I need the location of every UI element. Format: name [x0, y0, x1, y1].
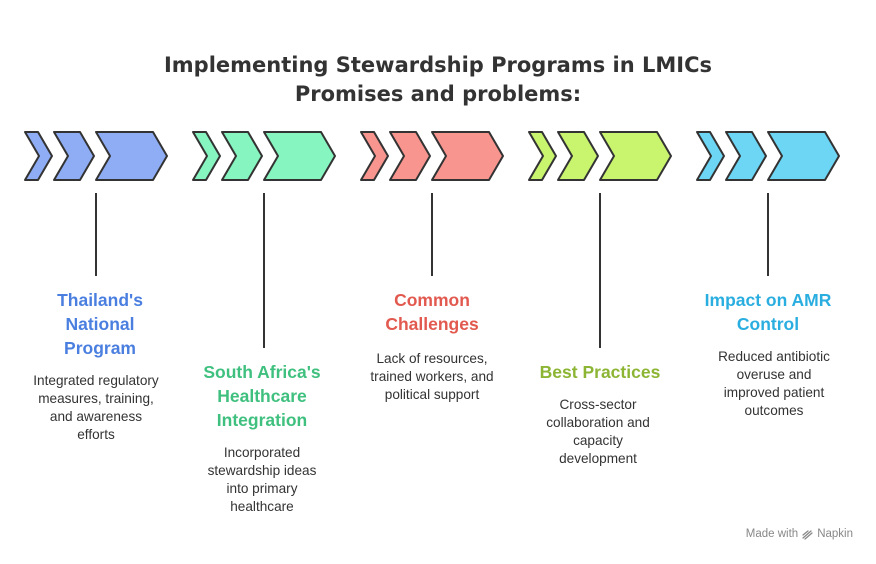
item-2-title: South Africa's Healthcare Integration: [187, 360, 337, 432]
item-4-desc-line: development: [559, 451, 637, 466]
made-with-label: Made with: [745, 528, 799, 540]
item-2-title-line: South Africa's: [203, 362, 321, 382]
item-5-desc-line: Reduced antibiotic: [718, 349, 830, 364]
item-1-desc-line: measures, training,: [38, 391, 154, 406]
item-1-title: Thailand's National Program: [25, 288, 175, 360]
item-2-description: Incorporated stewardship ideas into prim…: [182, 444, 342, 516]
item-1-desc-line: efforts: [77, 427, 115, 442]
item-2-desc-line: Incorporated: [223, 445, 301, 460]
chevron-small-5: [696, 131, 725, 181]
item-4-description: Cross-sector collaboration and capacity …: [518, 396, 678, 468]
item-3-title: Common Challenges: [357, 288, 507, 336]
item-4-title: Best Practices: [525, 360, 675, 384]
chevron-group-5: [696, 131, 840, 276]
item-2-title-line: Integration: [216, 410, 308, 430]
item-3-desc-line: political support: [384, 387, 480, 402]
chevron-large-3: [431, 131, 504, 181]
chevron-medium-1: [53, 131, 95, 181]
item-5-title: Impact on AMR Control: [693, 288, 843, 336]
chevron-large-2: [263, 131, 336, 181]
chevron-small-2: [192, 131, 221, 181]
item-4-desc-line: Cross-sector: [559, 397, 637, 412]
item-3-desc-line: Lack of resources,: [376, 351, 488, 366]
chevron-large-5: [767, 131, 840, 181]
item-3-title-line: Common: [394, 290, 470, 310]
made-with-napkin-footer[interactable]: Made with Napkin: [746, 528, 853, 540]
item-1-title-line: Program: [64, 338, 136, 358]
page-subtitle: Promises and problems:: [294, 82, 582, 106]
chevron-group-2: [192, 131, 336, 348]
item-5-desc-line: improved patient: [723, 385, 825, 400]
item-4-desc-line: collaboration and: [546, 415, 650, 430]
item-3-title-line: Challenges: [385, 314, 479, 334]
item-5-title-line: Control: [736, 314, 800, 334]
item-2-desc-line: stewardship ideas: [207, 463, 317, 478]
chevron-group-3: [360, 131, 504, 276]
item-2-desc-line: healthcare: [230, 499, 294, 514]
chevron-medium-3: [389, 131, 431, 181]
chevron-group-1: [24, 131, 168, 276]
chevron-medium-4: [557, 131, 599, 181]
chevron-large-1: [95, 131, 168, 181]
napkin-brand-label: Napkin: [817, 528, 853, 540]
napkin-logo-icon: [802, 529, 813, 540]
item-2-desc-line: into primary: [226, 481, 298, 496]
item-5-desc-line: overuse and: [736, 367, 812, 382]
chevron-small-4: [528, 131, 557, 181]
item-1-desc-line: and awareness: [49, 409, 143, 424]
item-4-title-line: Best Practices: [539, 362, 661, 382]
item-1-title-line: National: [65, 314, 135, 334]
page-title: Implementing Stewardship Programs in LMI…: [163, 53, 713, 77]
chevron-medium-2: [221, 131, 263, 181]
item-5-desc-line: outcomes: [744, 403, 804, 418]
item-2-title-line: Healthcare: [217, 386, 307, 406]
item-5-title-line: Impact on AMR: [704, 290, 832, 310]
chevron-large-4: [599, 131, 672, 181]
item-4-desc-line: capacity: [573, 433, 623, 448]
item-1-description: Integrated regulatory measures, training…: [16, 372, 176, 444]
item-3-description: Lack of resources, trained workers, and …: [352, 350, 512, 404]
chevron-group-4: [528, 131, 672, 348]
chevron-small-3: [360, 131, 389, 181]
chevron-medium-5: [725, 131, 767, 181]
chevron-small-1: [24, 131, 53, 181]
item-3-desc-line: trained workers, and: [370, 369, 494, 384]
item-1-desc-line: Integrated regulatory: [33, 373, 159, 388]
item-5-description: Reduced antibiotic overuse and improved …: [694, 348, 854, 420]
item-1-title-line: Thailand's: [57, 290, 143, 310]
